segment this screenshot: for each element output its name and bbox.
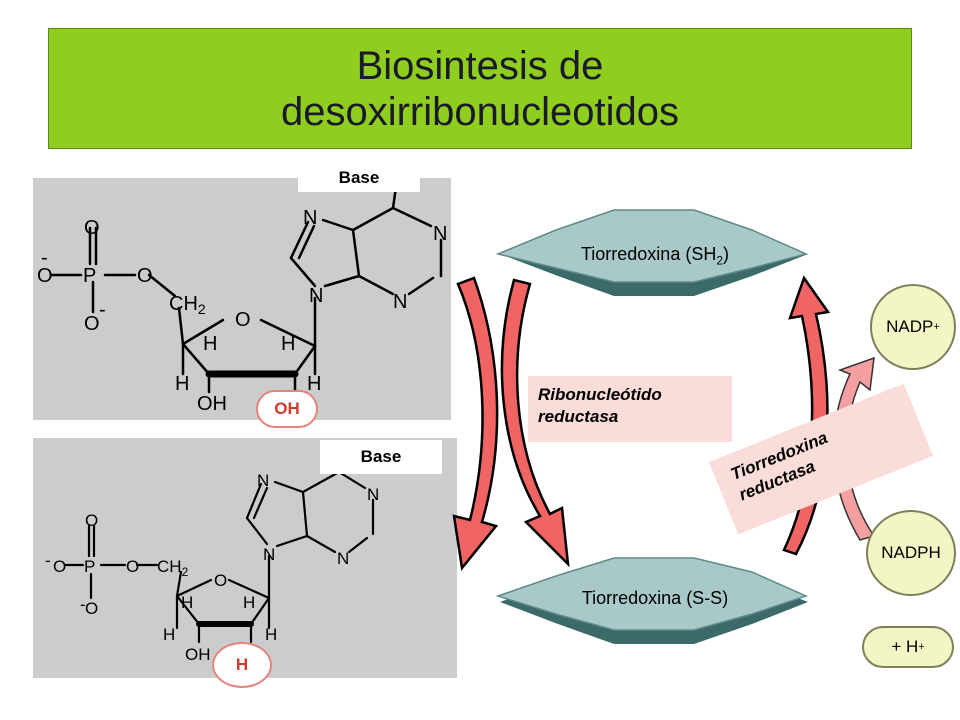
deoxyribonucleotide-structure: O P O O O - - CH2 O H H H H OH N N N N <box>45 470 379 664</box>
atom-CH2: CH2 <box>157 557 189 579</box>
thioredoxin-oxidized-hexagon <box>496 557 809 644</box>
atom-P: P <box>84 557 95 576</box>
atom-CH2: CH2 <box>169 293 206 317</box>
atom-H: H <box>163 625 175 644</box>
atom-H: H <box>203 333 217 355</box>
negative-charge: - <box>99 299 106 321</box>
negative-charge: - <box>41 247 48 269</box>
atom-H: H <box>307 373 321 395</box>
atom-O: O <box>85 599 98 618</box>
atom-N: N <box>367 485 379 504</box>
nadp-plus-node: NADP+ <box>870 284 956 370</box>
atom-O: O <box>84 313 100 335</box>
thioredoxin-oxidized-label: Tiorredoxina (S-S) <box>581 588 729 608</box>
title-banner: Biosintesis de desoxirribonucleotidos <box>48 28 912 149</box>
atom-N: N <box>257 471 269 490</box>
atom-O: O <box>126 557 139 576</box>
atom-H: H <box>265 625 277 644</box>
ribonucleotide-reductase-label: Ribonucleótido reductasa <box>528 376 732 442</box>
negative-charge: - <box>80 595 86 614</box>
hydroxyl-group-label: OH <box>256 390 318 428</box>
atom-O: O <box>37 265 53 287</box>
atom-N: N <box>309 285 323 307</box>
atom-O: O <box>85 511 98 530</box>
atom-H: H <box>243 593 255 612</box>
atom-H: H <box>281 333 295 355</box>
thioredoxin-reduced-hexagon <box>496 209 809 296</box>
atom-N: N <box>303 207 317 229</box>
hexagon-face <box>496 209 809 283</box>
atom-P: P <box>83 265 96 287</box>
thioredoxin-reduced-label: Tiorredoxina (SH2) <box>580 244 730 268</box>
atom-H: H <box>181 593 193 612</box>
atom-O: O <box>137 265 153 287</box>
ribonucleotide-panel: O P O O O - - CH2 O H H H H OH N N N N <box>33 178 451 420</box>
negative-charge: - <box>45 551 51 570</box>
atom-H: H <box>175 373 189 395</box>
arrow-thioredoxin-oxidation <box>500 278 570 568</box>
page-title: Biosintesis de desoxirribonucleotidos <box>280 43 679 134</box>
atom-N: N <box>393 291 407 313</box>
hexagon-face <box>496 557 809 631</box>
ribonucleotide-structure: O P O O O - - CH2 O H H H H OH N N N N <box>37 178 447 415</box>
atom-OH: OH <box>197 393 227 415</box>
atom-O: O <box>53 557 66 576</box>
proton-node: + H+ <box>862 626 954 668</box>
atom-N: N <box>337 549 349 568</box>
atom-N: N <box>433 223 447 245</box>
deoxyribonucleotide-panel: O P O O O - - CH2 O H H H H OH N N N N <box>33 438 457 678</box>
ring-oxygen: O <box>214 571 227 590</box>
base-label: Base <box>298 164 420 192</box>
atom-OH: OH <box>185 645 211 664</box>
arrow-ribonucleotide-to-deoxy <box>452 276 499 571</box>
atom-N: N <box>263 545 275 564</box>
atom-O: O <box>84 217 100 239</box>
nadph-node: NADPH <box>866 510 956 596</box>
ring-oxygen: O <box>235 309 251 331</box>
hydrogen-group-label: H <box>212 642 272 688</box>
base-label: Base <box>320 440 442 474</box>
